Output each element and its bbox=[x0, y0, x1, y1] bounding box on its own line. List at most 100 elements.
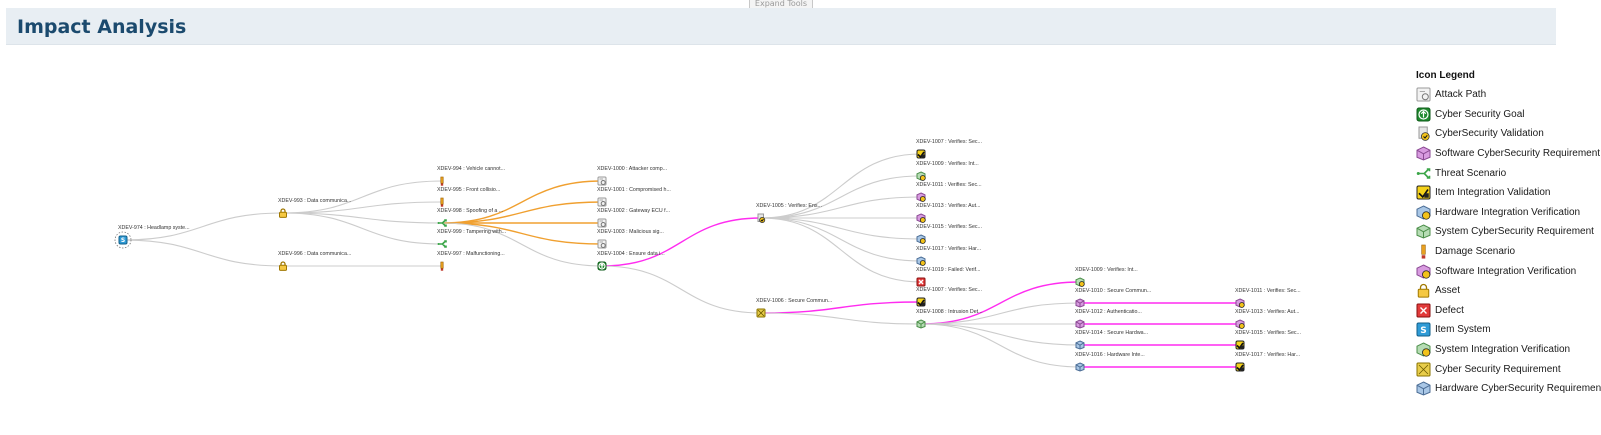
node-label: XDEV-1010 : Secure Commun... bbox=[1075, 288, 1151, 294]
legend-item-attack-path: Attack Path bbox=[1416, 85, 1601, 105]
svg-text:S: S bbox=[121, 237, 125, 244]
attack-path-icon bbox=[597, 197, 607, 207]
graph-node-n1017b[interactable]: XDEV-1017 : Verifies: Har... bbox=[1235, 352, 1300, 372]
graph-node-n1019[interactable]: XDEV-1019 : Failed: Verif... bbox=[916, 267, 980, 287]
graph-edge-n1008-n1016 bbox=[920, 323, 1081, 368]
legend-item-label: Damage Scenario bbox=[1435, 246, 1516, 258]
graph-node-n1006[interactable]: XDEV-1006 : Secure Commun... bbox=[756, 298, 832, 318]
graph-node-n1013[interactable]: XDEV-1013 : Verifies: Aut... bbox=[916, 203, 980, 223]
graph-edge-n998-n1000 bbox=[441, 180, 603, 224]
node-label: XDEV-996 : Data communica... bbox=[278, 251, 351, 257]
node-label: XDEV-1011 : Verifies: Sec... bbox=[916, 182, 982, 188]
attack-path-icon bbox=[597, 218, 607, 228]
system-integration-verification-icon bbox=[1075, 277, 1085, 287]
item-integration-validation-icon bbox=[916, 297, 926, 307]
legend-item-item-integration-validation: Item Integration Validation bbox=[1416, 183, 1601, 203]
legend-item-cyber-security-goal: Cyber Security Goal bbox=[1416, 105, 1601, 125]
svg-text:S: S bbox=[1420, 326, 1426, 336]
graph-node-n994[interactable]: XDEV-994 : Vehicle cannot... bbox=[437, 166, 505, 186]
graph-node-n1010[interactable]: XDEV-1010 : Secure Commun... bbox=[1075, 288, 1151, 308]
graph-node-n998[interactable]: XDEV-998 : Spoofing of a ... bbox=[437, 208, 503, 227]
legend-item-label: Software Integration Verification bbox=[1435, 265, 1577, 277]
graph-node-n1015b[interactable]: XDEV-1015 : Verifies: Sec... bbox=[1235, 330, 1301, 350]
damage-scenario-icon bbox=[440, 261, 444, 271]
graph-node-n1005[interactable]: XDEV-1005 : Verifies: Ens... bbox=[756, 203, 822, 223]
page-header: Impact Analysis bbox=[6, 8, 1556, 45]
node-label: XDEV-1000 : Attacker comp... bbox=[597, 166, 667, 172]
node-label: XDEV-1013 : Verifies: Aut... bbox=[1235, 309, 1299, 315]
legend-title: Icon Legend bbox=[1416, 70, 1475, 81]
graph-edge-n1008-n1014 bbox=[920, 323, 1081, 346]
legend-item-cybersecurity-validation: CyberSecurity Validation bbox=[1416, 124, 1601, 144]
legend-item-label: CyberSecurity Validation bbox=[1435, 128, 1544, 140]
graph-node-n1013b[interactable]: XDEV-1013 : Verifies: Aut... bbox=[1235, 309, 1299, 329]
graph-edge-n993-n994 bbox=[282, 180, 443, 214]
item-integration-validation-icon bbox=[916, 149, 926, 159]
item-system-icon: S bbox=[1416, 322, 1431, 337]
graph-node-n1017[interactable]: XDEV-1017 : Verifies: Har... bbox=[916, 246, 981, 266]
item-system-icon: S bbox=[118, 235, 128, 245]
graph-node-n1011b[interactable]: XDEV-1011 : Verifies: Sec... bbox=[1235, 288, 1301, 308]
item-integration-validation-icon bbox=[1416, 185, 1431, 200]
node-label: XDEV-1019 : Failed: Verif... bbox=[916, 267, 980, 273]
graph-node-n1004[interactable]: XDEV-1004 : Ensure data i... bbox=[597, 251, 665, 271]
asset-icon bbox=[279, 261, 287, 271]
graph-edge-n998-n1001 bbox=[441, 201, 603, 224]
cyber-security-goal-icon bbox=[1416, 107, 1431, 122]
system-integration-verification-icon bbox=[916, 171, 926, 181]
software-integration-verification-icon bbox=[1235, 298, 1245, 308]
node-label: XDEV-1014 : Secure Hardwa... bbox=[1075, 330, 1148, 336]
software-integration-verification-icon bbox=[1416, 264, 1431, 279]
graph-edges bbox=[122, 153, 1240, 368]
node-label: XDEV-1004 : Ensure data i... bbox=[597, 251, 665, 257]
hardware-cybersecurity-requirement-icon bbox=[1075, 362, 1085, 372]
graph-node-n1007b[interactable]: XDEV-1007 : Verifies: Sec... bbox=[916, 287, 982, 307]
legend-item-label: Asset bbox=[1435, 285, 1461, 297]
node-label: XDEV-997 : Malfunctioning... bbox=[437, 251, 505, 257]
graph-node-n996[interactable]: XDEV-996 : Data communica... bbox=[278, 251, 351, 271]
graph-node-n993[interactable]: XDEV-993 : Data communica... bbox=[278, 198, 351, 218]
item-integration-validation-icon bbox=[1235, 362, 1245, 372]
graph-node-n1016[interactable]: XDEV-1016 : Hardware Inte... bbox=[1075, 352, 1145, 372]
hardware-integration-verification-icon bbox=[916, 234, 926, 244]
graph-node-n1001[interactable]: XDEV-1001 : Compromised h... bbox=[597, 187, 671, 207]
node-label: XDEV-1017 : Verifies: Har... bbox=[916, 246, 981, 252]
graph-node-n1000[interactable]: XDEV-1000 : Attacker comp... bbox=[597, 166, 667, 186]
graph-node-n1014[interactable]: XDEV-1014 : Secure Hardwa... bbox=[1075, 330, 1148, 350]
legend-item-label: Software CyberSecurity Requirement bbox=[1435, 148, 1601, 160]
damage-scenario-icon bbox=[440, 197, 444, 207]
graph-node-n1008[interactable]: XDEV-1008 : Intrusion Det... bbox=[916, 309, 983, 329]
item-integration-validation-icon bbox=[1235, 340, 1245, 350]
graph-edge-n974-n996 bbox=[122, 239, 284, 267]
graph-node-n1011[interactable]: XDEV-1011 : Verifies: Sec... bbox=[916, 182, 982, 202]
legend-item-label: Cyber Security Goal bbox=[1435, 108, 1525, 120]
graph-node-n1009[interactable]: XDEV-1009 : Verifies: Int... bbox=[916, 161, 979, 181]
cyber-security-requirement-icon bbox=[756, 308, 766, 318]
graph-node-n999[interactable]: XDEV-999 : Tampering with... bbox=[437, 229, 506, 248]
graph-node-n995[interactable]: XDEV-995 : Front collisio... bbox=[437, 187, 500, 207]
node-label: XDEV-1007 : Verifies: Sec... bbox=[916, 287, 982, 293]
graph-edge-n1008-n1010 bbox=[920, 302, 1081, 325]
cybersecurity-validation-icon bbox=[1418, 126, 1430, 142]
hardware-integration-verification-icon bbox=[916, 256, 926, 266]
node-label: XDEV-1009 : Verifies: Int... bbox=[916, 161, 979, 167]
graph-edge-n993-n999 bbox=[282, 212, 443, 245]
software-integration-verification-icon bbox=[916, 192, 926, 202]
graph-node-n1003[interactable]: XDEV-1003 : Malicious sig... bbox=[597, 229, 664, 249]
node-label: XDEV-993 : Data communica... bbox=[278, 198, 351, 204]
legend-item-label: Attack Path bbox=[1435, 89, 1487, 101]
node-label: XDEV-1017 : Verifies: Har... bbox=[1235, 352, 1300, 358]
graph-node-n1009b[interactable]: XDEV-1009 : Verifies: Int... bbox=[1075, 267, 1138, 287]
graph-node-n1015[interactable]: XDEV-1015 : Verifies: Sec... bbox=[916, 224, 982, 244]
graph-node-n1002[interactable]: XDEV-1002 : Gateway ECU f... bbox=[597, 208, 670, 228]
graph-node-n997[interactable]: XDEV-997 : Malfunctioning... bbox=[437, 251, 505, 271]
graph-node-n1007a[interactable]: XDEV-1007 : Verifies: Sec... bbox=[916, 139, 982, 159]
graph-node-n1012[interactable]: XDEV-1012 : Authenticatio... bbox=[1075, 309, 1142, 329]
cyber-security-goal-icon bbox=[597, 261, 607, 271]
legend-item-system-cybersecurity-requirement: System CyberSecurity Requirement bbox=[1416, 222, 1601, 242]
